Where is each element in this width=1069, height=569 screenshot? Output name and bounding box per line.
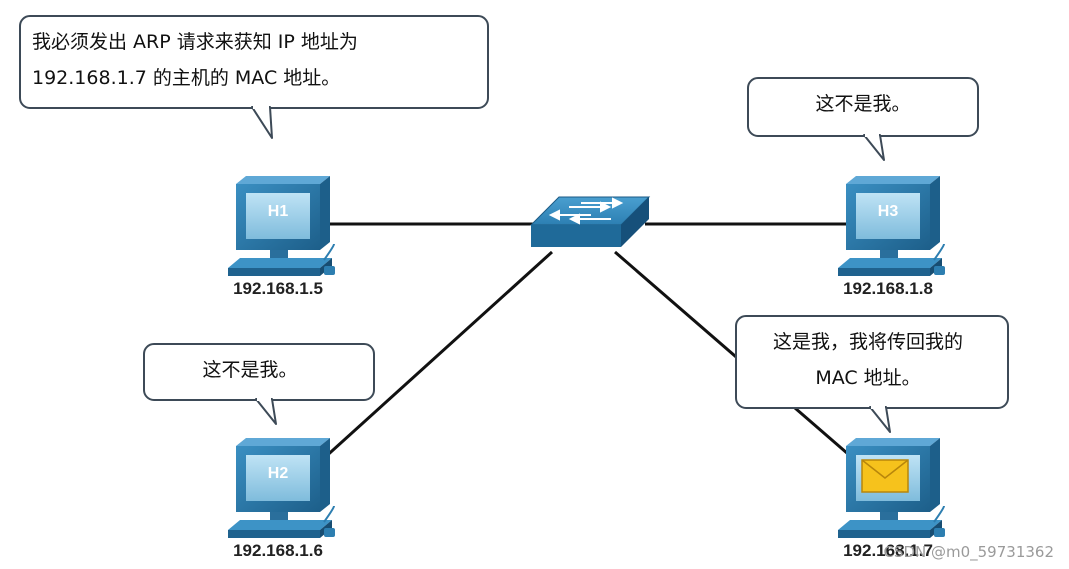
speech-bubble-h1: 我必须发出 ARP 请求来获知 IP 地址为 192.168.1.7 的主机的 … [19,15,489,139]
host-target-ip: 192.168.1.7 [843,541,933,560]
host-h2-ip: 192.168.1.6 [233,541,323,560]
link-switch-h2 [320,250,554,462]
speech-bubble-target: 这是我，我将传回我的 MAC 地址。 [735,315,1009,433]
host-h1-ip: 192.168.1.5 [233,279,323,298]
host-h3-ip: 192.168.1.8 [843,279,933,298]
envelope-icon [861,459,909,493]
host-h3-label: H3 [878,203,899,220]
host-h2-label: H2 [268,465,289,482]
host-h3: H3 192.168.1.8 [837,175,946,298]
bubble-target-line1: 这是我，我将传回我的 [773,331,963,353]
speech-bubble-h3: 这不是我。 [747,77,979,161]
bubble-h1-line1: 我必须发出 ARP 请求来获知 IP 地址为 [32,31,358,53]
bubble-h3-line1: 这不是我。 [815,93,910,115]
host-h1-label: H1 [268,203,289,220]
host-h2: H2 192.168.1.6 [227,437,336,560]
bubble-h2-line1: 这不是我。 [202,359,297,381]
speech-bubble-h2: 这不是我。 [143,343,375,425]
host-h1: H1 192.168.1.5 [227,175,336,298]
network-switch-icon [529,196,651,247]
host-target: 192.168.1.7 [837,437,946,560]
bubble-target-line2: MAC 地址。 [815,367,920,389]
watermark: CSDN @m0_59731362 [883,543,1054,562]
bubble-h1-line2: 192.168.1.7 的主机的 MAC 地址。 [32,67,340,89]
